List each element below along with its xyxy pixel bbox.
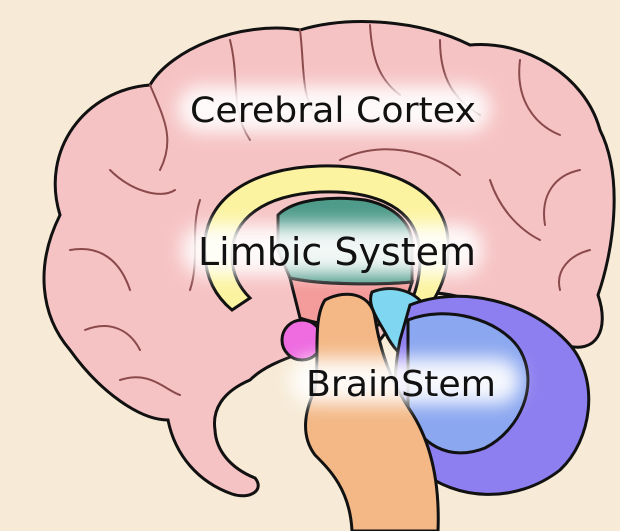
brain-stem-label: BrainStem bbox=[306, 364, 496, 405]
cerebral-cortex-label: Cerebral Cortex bbox=[190, 91, 476, 131]
limbic-system-label: Limbic System bbox=[198, 230, 476, 274]
